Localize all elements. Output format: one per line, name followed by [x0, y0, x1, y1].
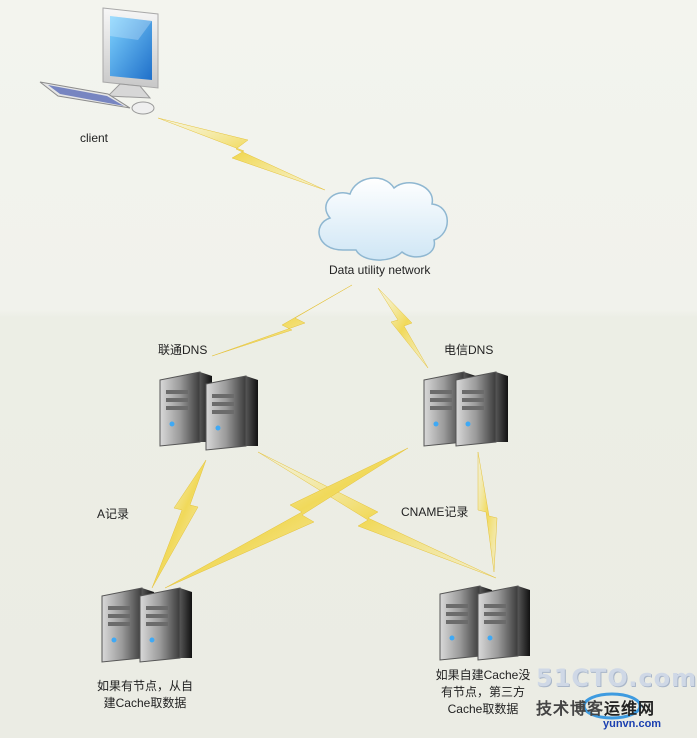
server-icon-telecom: [423, 371, 508, 447]
link-client-cloud: [157, 117, 326, 191]
server-icon-selfcache: [101, 587, 192, 663]
telecom-dns-label: 电信DNS: [444, 343, 494, 357]
link-telecom-thirdcache: [477, 451, 498, 573]
cloud-icon: [318, 177, 448, 261]
third-cache-label: 如果自建Cache没 有节点，第三方 Cache取数据: [420, 667, 546, 718]
link-cloud-unicom: [211, 284, 353, 357]
watermark-brand: 51CTO.com: [536, 664, 697, 692]
link-unicom-selfcache: [151, 459, 207, 589]
self-cache-label: 如果有节点，从自 建Cache取数据: [82, 678, 208, 712]
cdn-dns-diagram: client Data utility network 联通DNS 电信DNS …: [39, 7, 696, 730]
link-telecom-selfcache: [164, 447, 409, 589]
client-label: client: [80, 131, 109, 145]
cloud-label: Data utility network: [329, 263, 431, 277]
third-cache-label-line3: Cache取数据: [447, 702, 519, 716]
watermark-slogan-part1: 技术博客: [536, 701, 605, 718]
server-icon-unicom: [159, 371, 258, 451]
watermark-site: yunvn.com: [603, 718, 662, 730]
a-record-label: A记录: [97, 507, 130, 521]
server-icon-thirdcache: [439, 585, 530, 661]
computer-icon: [39, 7, 159, 115]
self-cache-label-line2: 建Cache取数据: [103, 696, 187, 710]
third-cache-label-line1: 如果自建Cache没: [435, 668, 531, 682]
watermark-slogan: 技术博客运维网: [536, 695, 655, 719]
link-unicom-thirdcache: [257, 451, 497, 579]
unicom-dns-label: 联通DNS: [158, 343, 208, 357]
third-cache-label-line2: 有节点，第三方: [440, 685, 525, 699]
self-cache-label-line1: 如果有节点，从自: [96, 679, 193, 693]
cname-record-label: CNAME记录: [401, 505, 469, 519]
link-cloud-telecom: [377, 287, 429, 369]
watermark-slogan-part2: 运维网: [604, 701, 656, 718]
watermark-logo-icon: [582, 692, 642, 720]
